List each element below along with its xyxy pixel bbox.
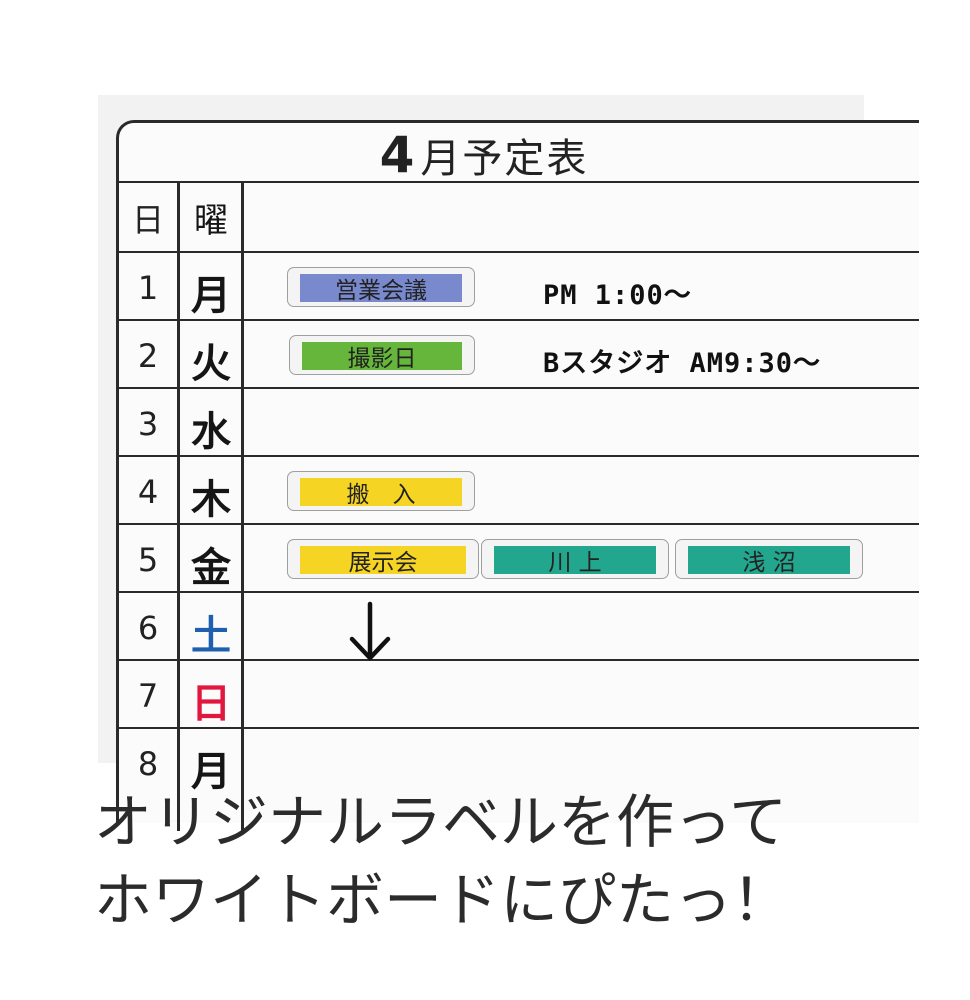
grid-line <box>119 455 919 457</box>
weekday: 水 <box>191 409 231 455</box>
title-number: 4 <box>379 126 417 184</box>
label-kawakami: 川 上 <box>481 539 669 579</box>
arrow-down-icon <box>349 601 391 661</box>
grid-line <box>119 591 919 593</box>
weekday: 月 <box>191 273 231 319</box>
note-row2: Bスタジオ AM9:30～ <box>543 348 822 379</box>
grid-line <box>119 319 919 321</box>
column-divider <box>177 181 180 831</box>
label-meeting: 営業会議 <box>287 267 475 307</box>
title-text: 月予定表 <box>420 136 589 182</box>
weekday: 月 <box>191 749 231 795</box>
day-number: 5 <box>137 541 159 579</box>
caption-line-2: ホワイトボードにぴたっ！ <box>94 866 791 934</box>
grid-line <box>119 523 919 525</box>
grid-line <box>119 251 919 253</box>
grid-line <box>119 387 919 389</box>
weekday: 金 <box>191 545 231 591</box>
day-number: 2 <box>137 337 159 375</box>
grid-line <box>119 181 919 183</box>
caption-line-1: オリジナルラベルを作って <box>94 788 788 856</box>
weekday-sunday: 日 <box>191 681 231 727</box>
label-exhibition: 展示会 <box>287 539 479 579</box>
label-shoot: 撮影日 <box>289 335 475 375</box>
label-asanuma: 浅 沼 <box>675 539 863 579</box>
day-number: 7 <box>137 677 159 715</box>
header-day: 日 <box>131 201 164 239</box>
weekday-saturday: 土 <box>191 613 231 659</box>
day-number: 4 <box>137 473 159 511</box>
weekday: 木 <box>191 477 231 523</box>
label-carry-in: 搬 入 <box>287 471 475 511</box>
day-number: 1 <box>137 269 159 307</box>
day-number: 6 <box>137 609 159 647</box>
note-row1: PM 1:00～ <box>543 280 692 311</box>
day-number: 3 <box>137 405 159 443</box>
grid-line <box>119 659 919 661</box>
day-number: 8 <box>137 745 159 783</box>
grid-line <box>119 727 919 729</box>
header-weekday: 曜 <box>194 201 228 241</box>
weekday: 火 <box>191 341 231 387</box>
column-divider <box>241 181 244 831</box>
